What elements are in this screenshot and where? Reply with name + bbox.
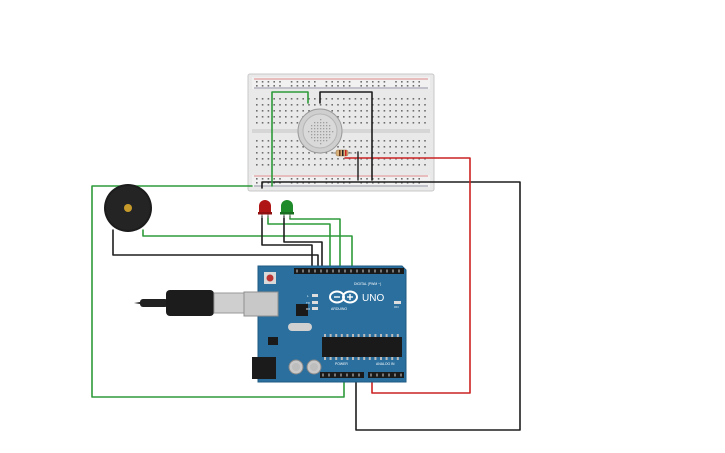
usb-jack: [243, 291, 279, 317]
wire-green-buzzer-loop[interactable]: [91, 185, 345, 398]
wire-black-sensor[interactable]: [319, 91, 373, 181]
crystal: [288, 323, 312, 331]
l-label: L: [307, 294, 309, 298]
wire-black-ground-loop[interactable]: [261, 181, 521, 431]
wire-green-sensor[interactable]: [271, 91, 309, 187]
power-label: POWER: [335, 362, 348, 366]
rx-label: RX: [306, 307, 310, 311]
wire-black-buzzer[interactable]: [112, 229, 319, 271]
arduino-uno[interactable]: UNO ARDUINO DIGITAL (PWM ~) POWER ANALOG…: [243, 265, 407, 383]
digital-label: DIGITAL (PWM ~): [354, 282, 381, 286]
wire-green-buzzer[interactable]: [142, 229, 353, 271]
atmega-chip: [322, 337, 402, 357]
wires: [91, 91, 521, 431]
led-red[interactable]: [258, 200, 272, 218]
led-green[interactable]: [280, 200, 294, 218]
wire-green-led-red[interactable]: [267, 215, 331, 271]
analog-header: [368, 372, 404, 378]
resistor[interactable]: [332, 149, 352, 157]
gas-sensor[interactable]: [297, 108, 343, 154]
wire-black-led-red[interactable]: [261, 215, 313, 271]
piezo-buzzer[interactable]: [104, 184, 152, 232]
arduino-logo: [329, 290, 358, 304]
power-jack: [252, 357, 276, 379]
usb-cable[interactable]: [134, 290, 245, 316]
analog-label: ANALOG IN: [376, 362, 395, 366]
digital-header: [294, 268, 404, 274]
wire-black-led-green[interactable]: [283, 215, 323, 271]
digital-pins: [296, 269, 400, 273]
wire-red-power[interactable]: [344, 157, 471, 394]
board-brand-label: ARDUINO: [331, 307, 347, 311]
bottom-pins: [322, 373, 402, 377]
tx-label: TX: [306, 301, 310, 305]
board-model-label: UNO: [362, 293, 384, 304]
sensor-mesh: [308, 119, 334, 145]
usb-chip: [296, 304, 308, 316]
on-label: ON: [394, 305, 399, 309]
